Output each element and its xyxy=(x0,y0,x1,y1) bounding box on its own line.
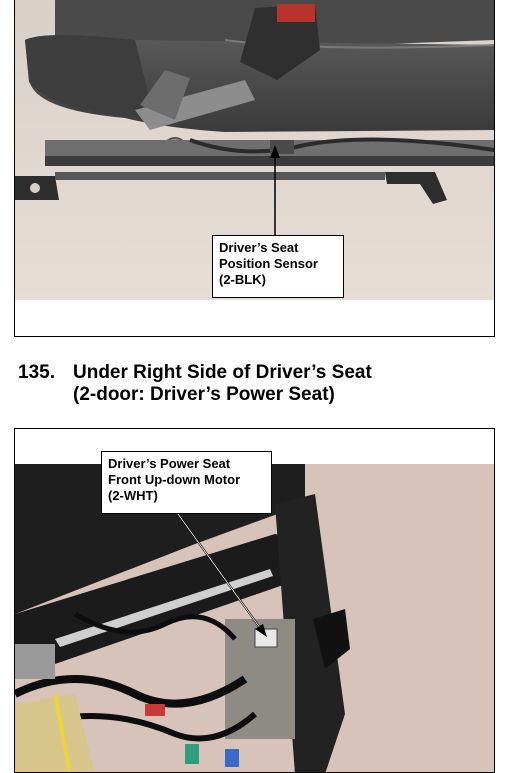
callout-line: (2-BLK) xyxy=(219,272,266,287)
section-number: 135. xyxy=(18,362,55,383)
seat-position-sensor-callout: Driver’s Seat Position Sensor (2-BLK) xyxy=(212,235,344,298)
callout-line: Driver’s Seat xyxy=(219,240,299,255)
front-up-down-motor-callout: Driver’s Power Seat Front Up-down Motor … xyxy=(101,451,272,514)
callout-line: (2-WHT) xyxy=(108,488,158,503)
callout-line: Front Up-down Motor xyxy=(108,472,241,487)
callout-line: Driver’s Power Seat xyxy=(108,456,231,471)
section-subtitle: (2-door: Driver’s Power Seat) xyxy=(73,384,335,405)
section-title: Under Right Side of Driver’s Seat xyxy=(73,362,372,383)
top-figure xyxy=(14,0,495,337)
seat-rail-photo xyxy=(15,0,494,300)
callout-line: Position Sensor xyxy=(219,256,318,271)
